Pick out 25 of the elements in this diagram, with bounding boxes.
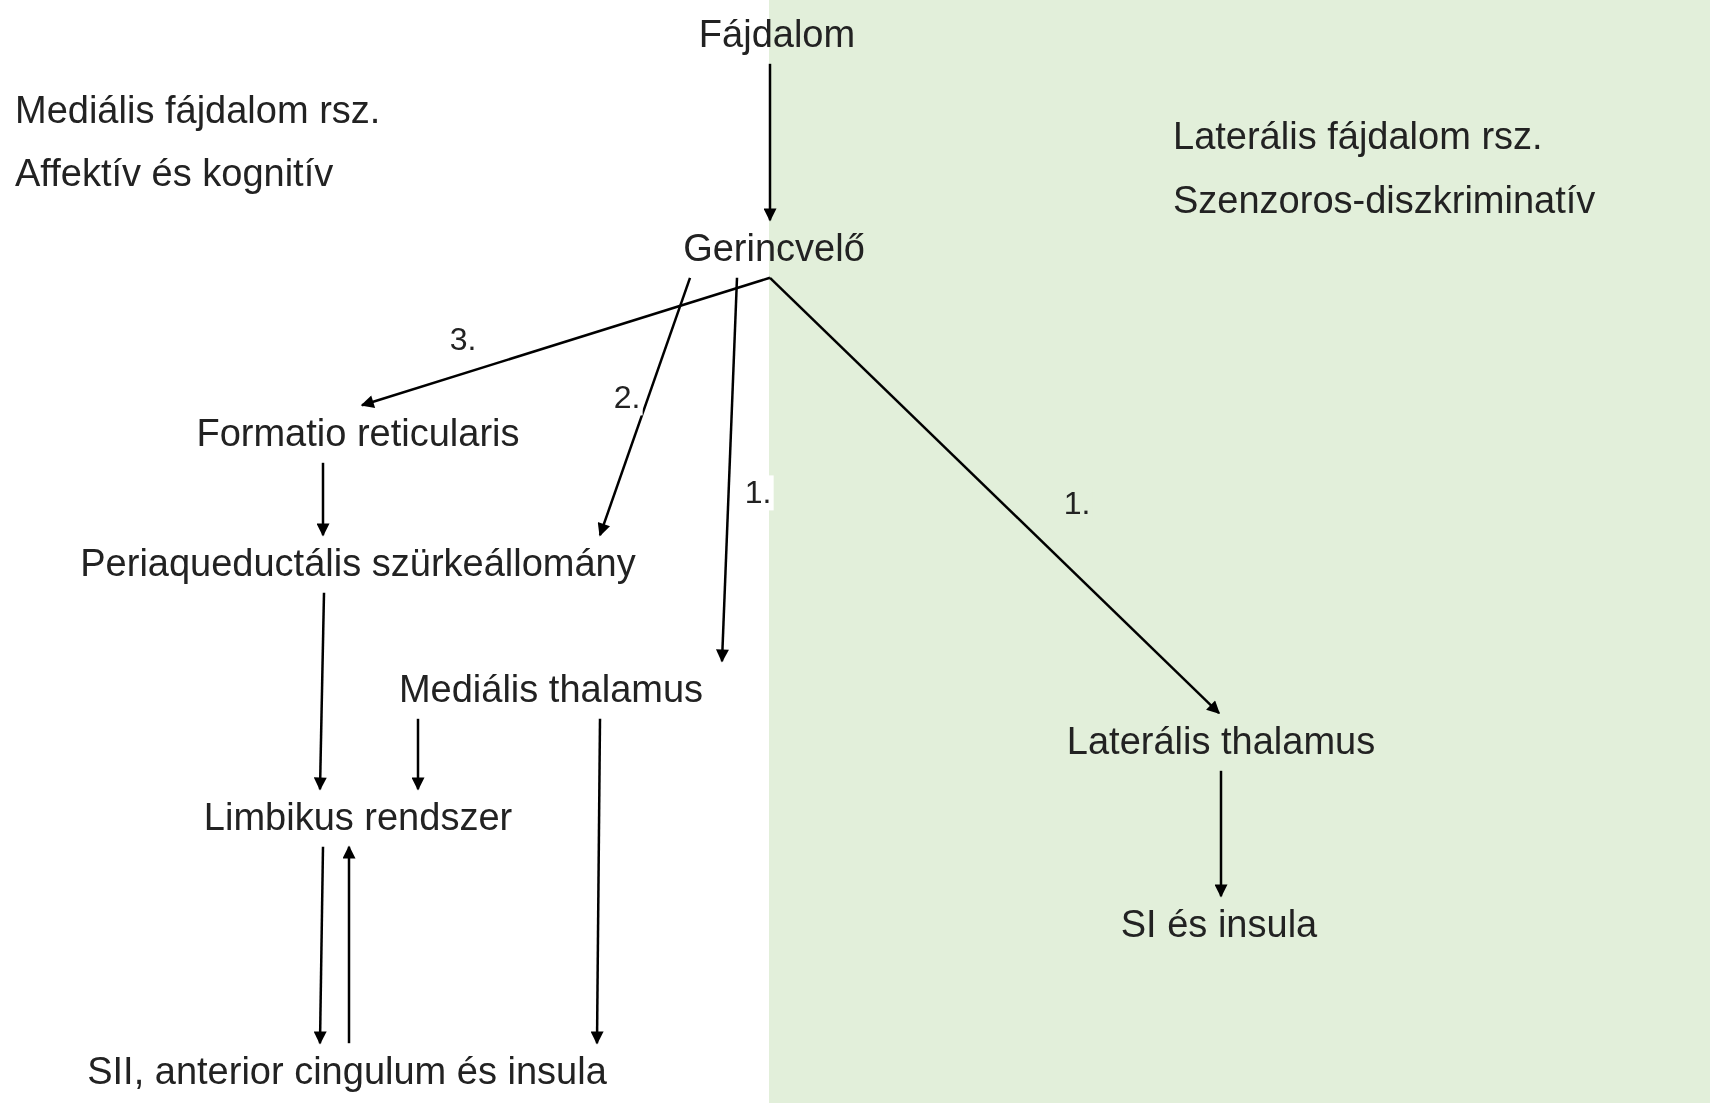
node-text: Formatio reticularis bbox=[196, 411, 520, 457]
node-text: Gerincvelő bbox=[683, 226, 865, 272]
arrow bbox=[763, 63, 777, 222]
arrow bbox=[411, 718, 425, 791]
arrow bbox=[342, 845, 356, 1044]
node-text: Limbikus rendszer bbox=[203, 795, 513, 841]
band-heading: Laterális fájdalom rsz. bbox=[1173, 114, 1543, 159]
node-text: SII, anterior cingulum és insula bbox=[87, 1049, 607, 1095]
arrow bbox=[316, 462, 330, 537]
node-text: SI és insula bbox=[1120, 902, 1318, 948]
arrow bbox=[313, 846, 327, 1045]
arrow bbox=[1214, 770, 1228, 898]
system-heading: Affektív és kognitív bbox=[15, 151, 334, 196]
arrow bbox=[313, 592, 327, 791]
band-heading: Szenzoros-diszkriminatív bbox=[1173, 178, 1596, 223]
arrow bbox=[715, 277, 739, 663]
arrow bbox=[769, 276, 1220, 715]
node-text: Fájdalom bbox=[698, 12, 856, 58]
node-text: Mediális thalamus bbox=[398, 667, 704, 713]
system-heading: Mediális fájdalom rsz. bbox=[15, 88, 381, 133]
arrow bbox=[360, 276, 771, 408]
node-text: Periaqueductális szürkeállomány bbox=[80, 541, 636, 587]
arrow bbox=[597, 277, 692, 537]
arrow bbox=[590, 718, 604, 1045]
node-text: Laterális thalamus bbox=[1066, 719, 1376, 765]
